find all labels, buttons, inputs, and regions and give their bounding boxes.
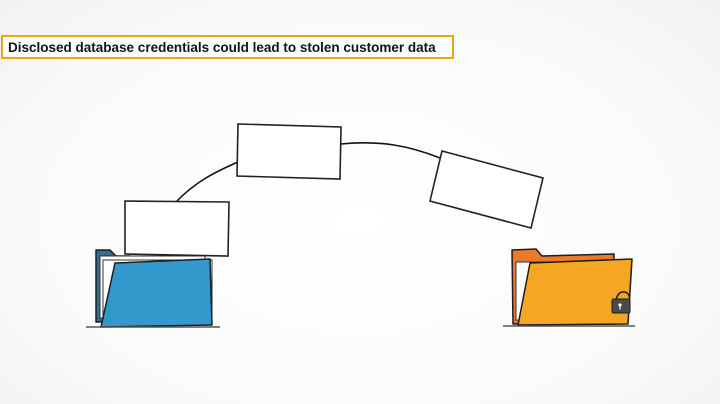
document-in-transit-top [236,123,342,180]
document-leaving-folder [124,200,230,257]
folder-front-panel [517,258,633,326]
padlock-icon [611,291,631,314]
transfer-path [175,161,239,203]
folder-front-panel [100,258,213,328]
caption-text: Disclosed database credentials could lea… [8,39,436,55]
locked-folder-icon [503,248,635,327]
caption-box: Disclosed database credentials could lea… [1,35,454,59]
transfer-path [340,141,441,159]
open-folder-icon [86,249,220,328]
document-in-transit-right [429,150,544,229]
